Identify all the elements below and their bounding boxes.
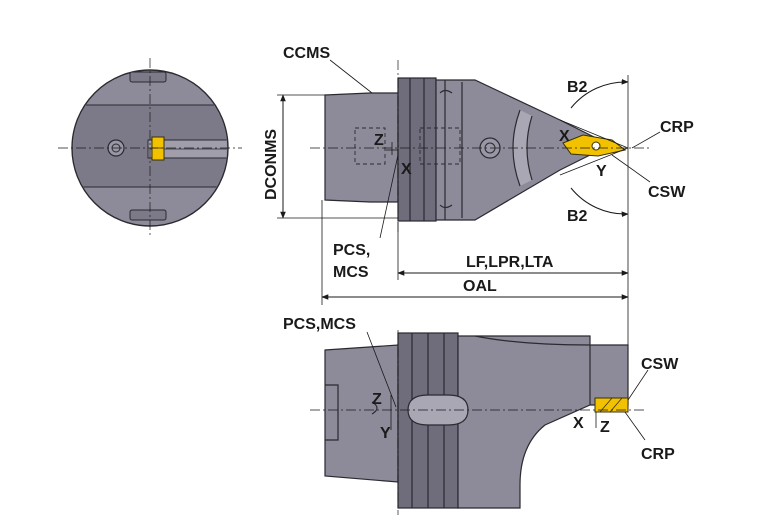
label-z-top: Z [374,132,384,149]
label-b2-bottom: B2 [567,208,588,225]
label-pcs-mcs-bottom: PCS,MCS [283,316,356,333]
label-crp-top: CRP [660,119,694,136]
insert-end-view [151,136,165,161]
label-y-tip: Y [596,163,607,180]
label-ccms: CCMS [283,45,330,62]
label-x-top: X [401,161,412,178]
label-csw-bottom: CSW [641,356,679,373]
label-z-bottom-tip: Z [600,419,610,436]
label-b2-top: B2 [567,79,588,96]
label-x-bottom-tip: X [573,415,584,432]
label-dconms: DCONMS [263,129,280,200]
label-crp-bottom: CRP [641,446,675,463]
label-lf-lpr-lta: LF,LPR,LTA [466,254,554,271]
label-y-bottom: Y [380,425,391,442]
label-csw-top: CSW [648,184,686,201]
label-z-bottom: Z [372,391,382,408]
end-view [58,58,242,238]
label-pcs-mcs-top-2: MCS [333,264,369,281]
top-view [277,59,661,345]
side-view [310,330,649,515]
label-oal: OAL [463,278,497,295]
label-x-tip: X [559,128,570,145]
label-pcs-mcs-top-1: PCS, [333,242,370,259]
